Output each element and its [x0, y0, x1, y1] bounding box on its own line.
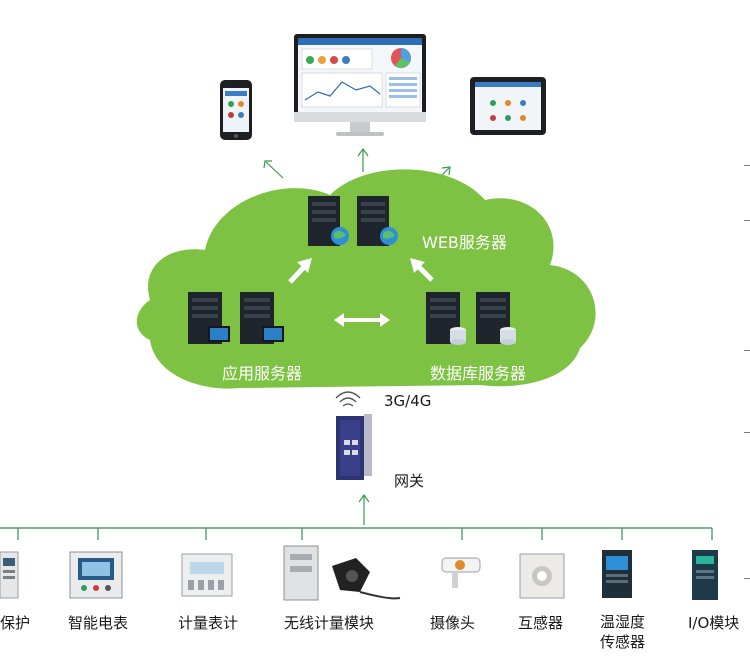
device-label-io-module: I/O模块: [688, 614, 740, 632]
gateway-device-icon: [336, 414, 372, 480]
smart-meter-icon: [69, 551, 123, 599]
protection-relay-icon: [0, 551, 19, 599]
temperature-humidity-sensor-icon: [602, 550, 632, 598]
device-bus: [0, 527, 713, 540]
network-label: 3G/4G: [384, 392, 432, 410]
device-label-smart-meter: 智能电表: [68, 614, 129, 632]
gateway-up-arrow: [358, 493, 370, 525]
metering-meter-icon: [181, 553, 233, 597]
camera-icon: [441, 557, 481, 588]
tablet-icon: [470, 77, 546, 135]
device-label-camera: 摄像头: [430, 614, 476, 632]
database-server-label: 数据库服务器: [430, 364, 527, 383]
gateway-group: [335, 391, 372, 525]
device-label-temp-humidity: 温湿度 传感器: [600, 613, 646, 651]
wireless-module-icon: [283, 545, 401, 601]
device-label-protection: 保护: [0, 614, 31, 632]
gateway-label: 网关: [394, 472, 425, 490]
field-devices: [0, 545, 718, 601]
app-server-icon: [188, 292, 284, 344]
desktop-monitor-icon: [294, 34, 426, 136]
app-server-label: 应用服务器: [222, 364, 303, 383]
web-server-icon: [308, 196, 398, 246]
wifi-icon: [335, 391, 361, 407]
client-devices: [220, 34, 546, 185]
device-label-transformer: 互感器: [518, 614, 564, 632]
web-server-label: WEB服务器: [422, 233, 507, 252]
device-label-metering: 计量表计: [178, 614, 239, 632]
cloud-shape: [136, 169, 596, 389]
io-module-icon: [692, 550, 718, 600]
smartphone-icon: [220, 80, 252, 140]
database-server-icon: [426, 292, 516, 345]
cloud-arrows: [288, 258, 434, 327]
device-label-wireless-module: 无线计量模块: [284, 614, 375, 632]
current-transformer-icon: [519, 553, 565, 599]
